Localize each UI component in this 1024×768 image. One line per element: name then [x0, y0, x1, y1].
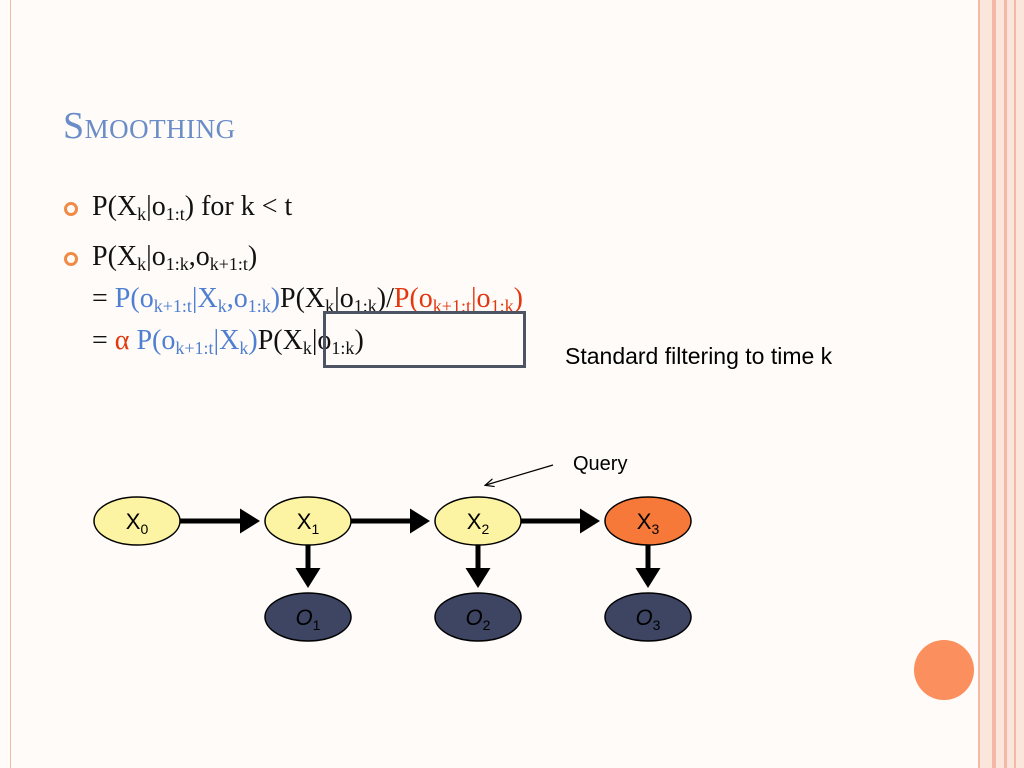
frame-line-left: [10, 0, 11, 768]
bullet-2-line-2: = P(ok+1:t|Xk,o1:k)P(Xk|o1:k)/P(ok+1:t|o…: [92, 283, 523, 316]
observation-node-3: O3: [604, 592, 692, 642]
state-node-3: X3: [604, 496, 692, 546]
state-node-3-shape: [604, 496, 692, 546]
bullet-2-line-3: = α P(ok+1:t|Xk)P(Xk|o1:k): [92, 325, 364, 358]
frame-line-right-2: [992, 0, 996, 768]
bullet-2-line-1: P(Xk|o1:k,ok+1:t): [92, 241, 258, 274]
observation-node-2: O2: [434, 592, 522, 642]
frame-line-right-1: [978, 0, 980, 768]
alpha-symbol: α: [114, 325, 130, 356]
filtering-highlight-box: [323, 311, 526, 368]
state-node-2: X2: [434, 496, 522, 546]
observation-node-2-shape: [434, 592, 522, 642]
query-arrow: [486, 464, 554, 485]
frame-line-right-4: [1014, 0, 1016, 768]
state-node-2-shape: [434, 496, 522, 546]
bullet-1-text: P(Xk|o1:t) for k < t: [92, 191, 293, 224]
decorative-circle: [914, 640, 974, 700]
query-label: Query: [573, 453, 628, 475]
filter-term: P(Xk|o1:k)/: [280, 283, 394, 316]
likelihood-term: P(ok+1:t|Xk,o1:k): [114, 283, 281, 316]
normalizer-term: P(ok+1:t|o1:k): [393, 283, 523, 316]
frame-band-right: [978, 0, 1024, 768]
state-node-0-shape: [93, 496, 181, 546]
frame-line-right-3: [1004, 0, 1007, 768]
filter-term-2: P(Xk|o1:k): [257, 325, 364, 358]
state-node-1: X1: [264, 496, 352, 546]
filtering-note: Standard filtering to time k: [565, 343, 833, 369]
observation-node-1: O1: [264, 592, 352, 642]
likelihood-term-2: P(ok+1:t|Xk): [136, 325, 258, 358]
observation-node-3-label: O3: [636, 605, 661, 633]
state-node-1-shape: [264, 496, 352, 546]
state-node-0: X0: [93, 496, 181, 546]
observation-node-3-shape: [604, 592, 692, 642]
bullet-dot-2: [64, 252, 78, 266]
observation-node-1-shape: [264, 592, 352, 642]
slide-title: Smoothing: [63, 105, 236, 147]
bullet-dot-1: [64, 202, 78, 216]
diagram-edges: [180, 508, 661, 588]
